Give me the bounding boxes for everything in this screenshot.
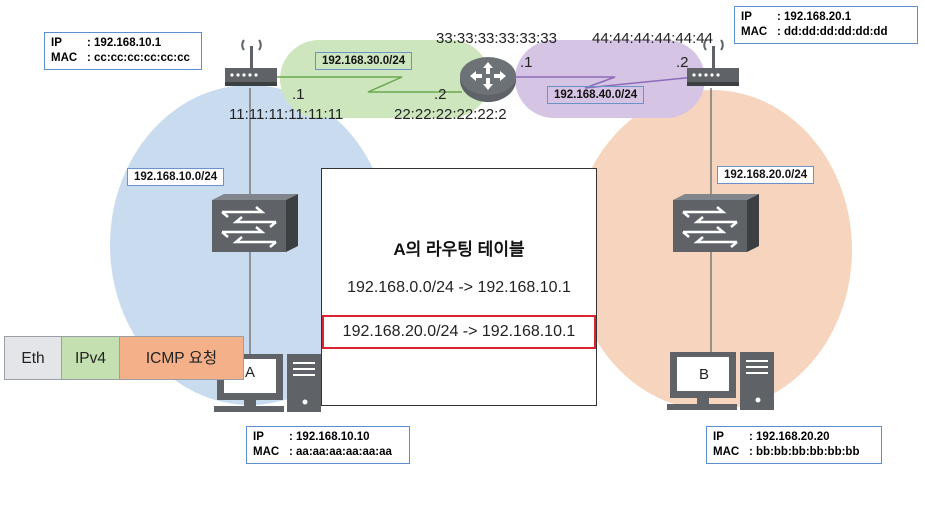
router-b-ip-key: IP xyxy=(741,11,752,23)
packet-eth-header: Eth xyxy=(4,336,62,380)
host-a-ip: : 192.168.10.10 xyxy=(289,431,370,443)
host-b-computer-icon xyxy=(667,352,774,410)
network-label-lan-a: 192.168.10.0/24 xyxy=(127,168,225,186)
link-40-line xyxy=(515,76,696,89)
core-router-icon xyxy=(460,57,516,102)
router-b-mac-top: 44:44:44:44:44:44 xyxy=(592,30,713,47)
router-a-info: IP : 192.168.10.1 MAC : cc:cc:cc:cc:cc:cc xyxy=(44,32,202,70)
packet-ipv4-header: IPv4 xyxy=(62,336,120,380)
switch-a-icon xyxy=(212,194,298,252)
host-b-ip: : 192.168.20.20 xyxy=(749,431,830,443)
router-b-ip: : 192.168.20.1 xyxy=(777,11,852,23)
router-a-mac: : cc:cc:cc:cc:cc:cc xyxy=(87,52,190,64)
router-a-ip-key: IP xyxy=(51,37,62,49)
host-b-mac-key: MAC xyxy=(713,446,740,458)
host-a-mac-key: MAC xyxy=(253,446,280,458)
host-b-ip-key: IP xyxy=(713,431,724,443)
host-a-mac: : aa:aa:aa:aa:aa:aa xyxy=(289,446,392,458)
router-a-mac-bottom: 11:11:11:11:11:11 xyxy=(229,106,344,123)
host-a-label: A xyxy=(245,364,256,381)
network-label-lan-b: 192.168.20.0/24 xyxy=(717,166,815,184)
router-b-if-right: .2 xyxy=(676,54,689,71)
router-b-icon xyxy=(687,39,739,86)
core-router-if-left: .2 xyxy=(434,86,447,103)
router-a-icon xyxy=(225,39,277,86)
core-router-mac-top: 33:33:33:33:33:33 xyxy=(436,30,557,47)
route-entry-highlighted: 192.168.20.0/24 -> 192.168.10.1 xyxy=(322,315,596,349)
host-b-label: B xyxy=(699,366,710,383)
link-30-zone xyxy=(280,40,490,118)
routing-table-panel: A의 라우팅 테이블 192.168.0.0/24 -> 192.168.10.… xyxy=(321,168,597,406)
host-a-info: IP : 192.168.10.10 MAC : aa:aa:aa:aa:aa:aa xyxy=(246,426,410,464)
network-label-40: 192.168.40.0/24 xyxy=(547,86,645,104)
host-b-info: IP : 192.168.20.20 MAC : bb:bb:bb:bb:bb:bb xyxy=(706,426,882,464)
routing-table-title: A의 라우팅 테이블 xyxy=(393,240,525,259)
router-b-mac-key: MAC xyxy=(741,26,768,38)
host-b-mac: : bb:bb:bb:bb:bb:bb xyxy=(749,446,860,458)
network-label-30: 192.168.30.0/24 xyxy=(315,52,413,70)
router-a-if-left: .1 xyxy=(292,86,305,103)
core-router-if-right: .1 xyxy=(520,54,533,71)
packet: Eth IPv4 ICMP 요청 xyxy=(4,336,244,380)
router-a-ip: : 192.168.10.1 xyxy=(87,37,162,49)
router-a-mac-key: MAC xyxy=(51,52,78,64)
host-a-ip-key: IP xyxy=(253,431,264,443)
link-30-line xyxy=(272,76,462,93)
router-b-mac: : dd:dd:dd:dd:dd:dd xyxy=(777,26,888,38)
core-router-mac-bottom: 22:22:22:22:22:2 xyxy=(394,106,507,123)
route-entry: 192.168.0.0/24 -> 192.168.10.1 xyxy=(347,279,571,296)
switch-b-icon xyxy=(673,194,759,252)
router-b-info: IP : 192.168.20.1 MAC : dd:dd:dd:dd:dd:dd xyxy=(734,6,918,44)
packet-icmp-payload: ICMP 요청 xyxy=(120,336,244,380)
